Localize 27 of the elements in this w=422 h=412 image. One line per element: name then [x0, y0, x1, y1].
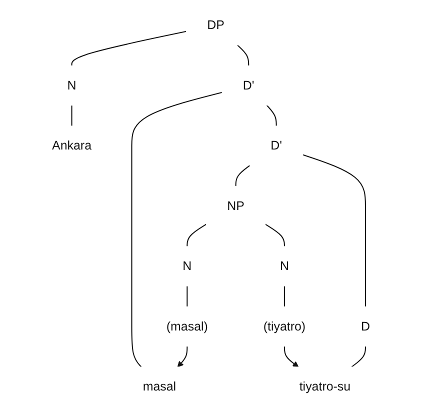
connector — [266, 104, 277, 126]
node-text: D' — [270, 138, 282, 152]
connector — [71, 30, 186, 66]
node-text: N — [182, 258, 192, 273]
node-text: Ankara — [52, 138, 92, 152]
connector — [186, 224, 207, 246]
node-text: (masal) — [166, 319, 208, 334]
connector — [235, 165, 250, 186]
node-text: NP — [227, 198, 244, 213]
node-text: masal — [142, 379, 176, 394]
connector — [71, 105, 72, 126]
node-text: D — [360, 319, 370, 334]
node-text: DP — [207, 18, 224, 32]
node-text: N — [280, 258, 289, 273]
node-text: D' — [242, 78, 254, 92]
arrow — [177, 346, 188, 368]
connector — [236, 44, 250, 66]
node-text: (tiyatro) — [263, 319, 306, 334]
node-text: N — [67, 78, 76, 92]
connector — [186, 286, 188, 307]
connector — [131, 92, 222, 368]
arrow — [284, 346, 299, 368]
connector — [302, 154, 366, 307]
connector — [264, 224, 285, 246]
node-text: tiyatro-su — [299, 379, 351, 394]
connector — [351, 346, 366, 368]
connector — [284, 286, 285, 307]
